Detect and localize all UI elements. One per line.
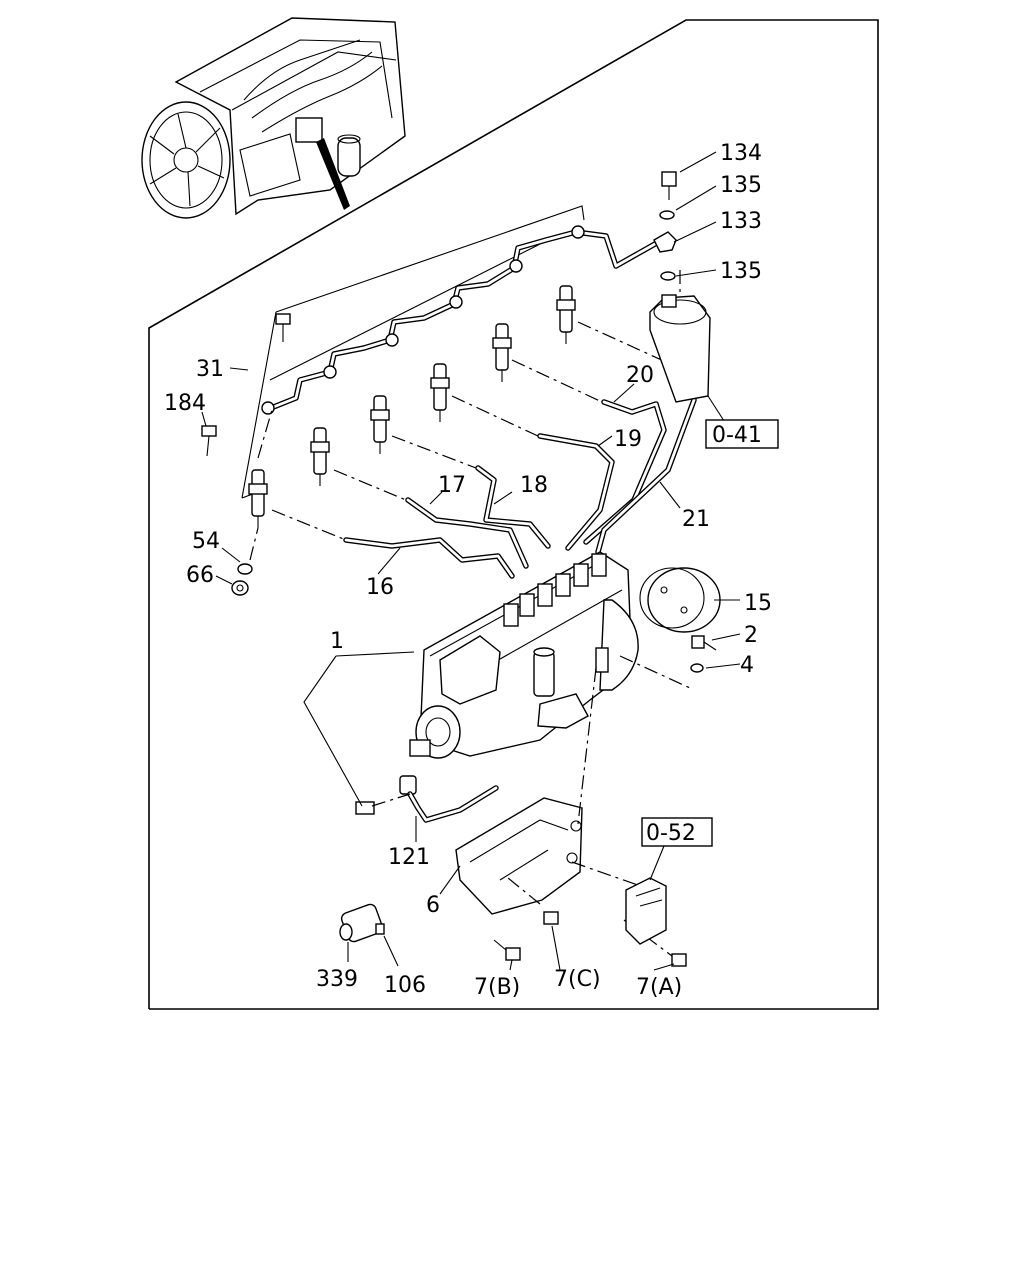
bolt-and-washer [690,635,717,673]
callout-2: 2 [744,623,758,648]
leak-off-pipe [261,225,665,415]
callout-21: 21 [682,507,710,532]
callout-339: 339 [316,967,358,992]
injector-2 [310,427,330,486]
reference-box-0-41[interactable]: 0-41 [705,419,779,449]
sensor-assembly [339,903,385,943]
injector-seat-washers [231,563,253,596]
reference-0-41-label: 0-41 [712,423,762,448]
callout-15: 15 [744,591,772,616]
delivery-valves [503,553,607,627]
injector-1 [248,409,273,528]
injector-clamp-bolt [201,313,291,457]
injector-6 [556,285,576,344]
injectors [248,285,576,561]
diagram-frame [148,19,879,1010]
callout-135-upper: 135 [720,173,762,198]
callout-135-lower: 135 [720,259,762,284]
callout-17: 17 [438,473,466,498]
callout-16: 16 [366,575,394,600]
engine-overview-inset [141,17,406,219]
callout-19: 19 [614,427,642,452]
callout-184: 184 [164,391,206,416]
pump-oil-pipe [355,775,499,823]
injection-pump [409,551,639,759]
injector-rail-box-outline [241,205,585,499]
pump-mounting-bracket [455,667,653,915]
reference-0-52-label: 0-52 [646,821,696,846]
callout-1: 1 [330,629,344,654]
callout-121: 121 [388,845,430,870]
callout-18: 18 [520,473,548,498]
injector-5 [492,323,512,382]
callout-31: 31 [196,357,224,382]
engine-side-bracket [625,877,667,945]
fuel-filter-head [649,270,727,425]
callout-133: 133 [720,209,762,234]
overflow-valve-parts [653,171,677,281]
callout-7c: 7(C) [554,967,601,992]
callout-54: 54 [192,529,220,554]
leader-lines [201,151,741,971]
injector-4 [430,363,450,422]
callout-7b: 7(B) [474,975,520,1000]
callout-20: 20 [626,363,654,388]
callout-106: 106 [384,973,426,998]
reference-box-0-52[interactable]: 0-52 [641,817,713,847]
callout-6: 6 [426,893,440,918]
callout-66: 66 [186,563,214,588]
callout-7a: 7(A) [636,975,682,1000]
injector-3 [370,395,390,454]
callout-134: 134 [720,141,762,166]
callout-4: 4 [740,653,754,678]
callout-labels: 134 135 133 135 31 184 20 19 17 18 21 54… [164,141,772,1000]
timer-assembly [619,567,721,689]
